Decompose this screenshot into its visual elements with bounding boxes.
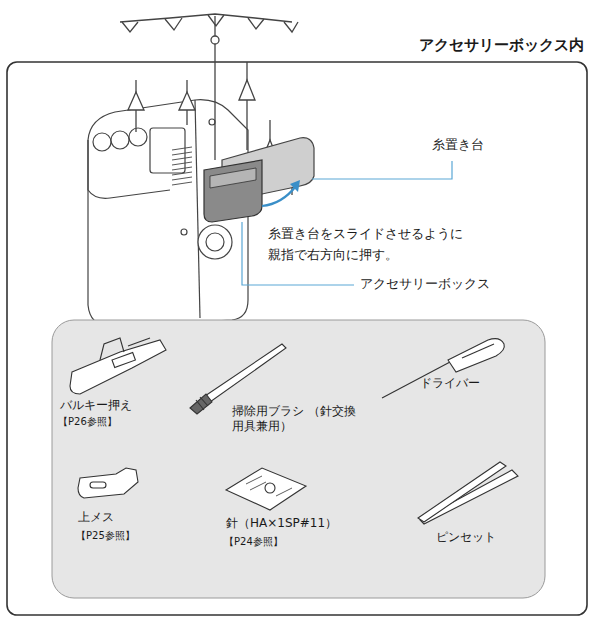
note: 糸置き台をスライドさせるように 親指で右方向に押す。 <box>268 224 473 266</box>
accessory-box <box>204 160 262 222</box>
page-ref: 【P25参照】 <box>76 530 135 543</box>
part-label: ドライバー <box>420 376 480 391</box>
needle-pack <box>226 468 306 510</box>
push-arrow <box>262 186 296 206</box>
screwdriver <box>382 339 504 398</box>
tweezers <box>418 462 518 524</box>
part-label: 上メス <box>78 510 114 525</box>
part-label: 掃除用ブラシ （針交換用具兼用） <box>232 404 362 434</box>
part-label: 針（HA×1SP#11） <box>226 516 337 531</box>
leader-line <box>312 161 452 179</box>
cleaning-brush <box>190 344 286 414</box>
upper-knife <box>78 468 138 498</box>
title: アクセサリーボックス内 <box>419 36 584 55</box>
page-ref: 【P24参照】 <box>224 536 283 549</box>
arrow-head <box>290 180 300 192</box>
page-ref: 【P26参照】 <box>58 416 117 429</box>
frame <box>7 62 587 615</box>
bulky-foot <box>70 338 166 394</box>
part-label: 糸置き台 <box>432 137 484 153</box>
part-label: ピンセット <box>436 530 496 545</box>
parts-panel <box>52 320 545 598</box>
part-label: アクセサリーボックス <box>360 276 490 292</box>
part-label: バルキー押え <box>60 398 132 413</box>
